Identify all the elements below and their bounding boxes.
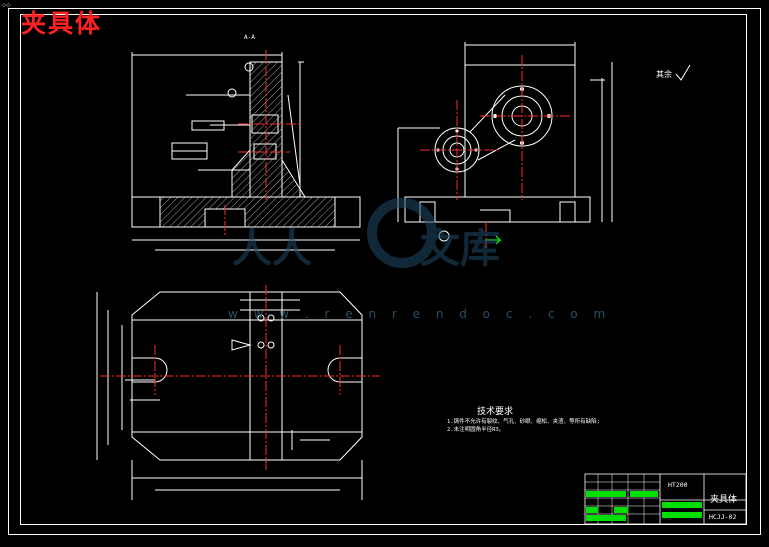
top-dim-slot: [125, 379, 160, 401]
leader-angled: [287, 94, 301, 186]
tech-requirement-item: 2.未注明圆角半径R3。: [447, 427, 505, 433]
center-lines-front: [420, 55, 570, 248]
front-slot: [480, 209, 511, 222]
watermark-logo: 人人 文库: [232, 198, 500, 272]
front-dim-top: [464, 42, 576, 65]
frame-border: [20, 14, 747, 525]
leaders: [186, 94, 250, 171]
section-label: A-A: [244, 34, 255, 41]
front-balloon: [438, 230, 450, 242]
title-block: [584, 473, 747, 525]
tolerance-frame-2: [171, 142, 208, 152]
sheet-border: [8, 8, 761, 535]
top-dim-horizontal: [131, 460, 363, 500]
title-block-part-name: 夹具体: [710, 495, 738, 505]
drawing-title-red: 夹具体: [21, 9, 103, 38]
front-dim-ext: [398, 79, 605, 129]
dim-height: [298, 61, 304, 197]
left-slot: [132, 357, 168, 383]
roughness-note: 其余: [656, 70, 672, 79]
rib: [281, 158, 306, 198]
top-dim-column: [240, 299, 300, 311]
dim-top: [131, 52, 283, 197]
tolerance-frame-3: [171, 150, 208, 160]
front-dim-vertical: [397, 62, 613, 222]
balloon-1: [227, 88, 237, 98]
rib-left: [231, 148, 251, 198]
front-body: [464, 64, 576, 198]
center-lines-section: [224, 50, 300, 235]
top-section-arrow: [231, 339, 252, 351]
top-inner: [132, 319, 362, 433]
top-holes: [257, 314, 275, 349]
center-lines-top: [100, 285, 380, 470]
tech-requirements-heading: 技术要求: [477, 407, 514, 417]
title-block-material: HT200: [668, 481, 688, 489]
watermark-site: w w w . r e n r e n d o c . c o m: [228, 307, 612, 321]
svg-text:文库: 文库: [420, 225, 500, 272]
roughness-symbol: [675, 64, 691, 81]
top-dim-right: [291, 430, 330, 450]
tech-requirement-item: 1.铸件不允许有裂纹、气孔、砂眼、缩松、夹渣、等所有缺陷;: [447, 419, 600, 425]
top-view: [96, 291, 363, 500]
svg-text:人人: 人人: [232, 225, 312, 272]
title-block-frame: [584, 473, 747, 525]
corner-label: ◇◇: [2, 1, 11, 9]
section-view-a-a: [131, 52, 361, 251]
base-hatch: [159, 196, 336, 228]
top-outline: [131, 291, 363, 461]
front-foot-right: [559, 201, 576, 223]
green-arrow: [486, 235, 502, 245]
right-slot: [327, 357, 362, 383]
balloon-2: [244, 62, 254, 72]
title-block-green-cells: [586, 491, 702, 521]
title-block-drawing-no: HCJJ-02: [709, 513, 737, 521]
tolerance-frame-1: [191, 120, 225, 131]
top-dim-vertical: [96, 292, 123, 460]
dim-bottom: [132, 239, 360, 251]
front-view: [397, 42, 613, 242]
front-base: [404, 196, 591, 223]
